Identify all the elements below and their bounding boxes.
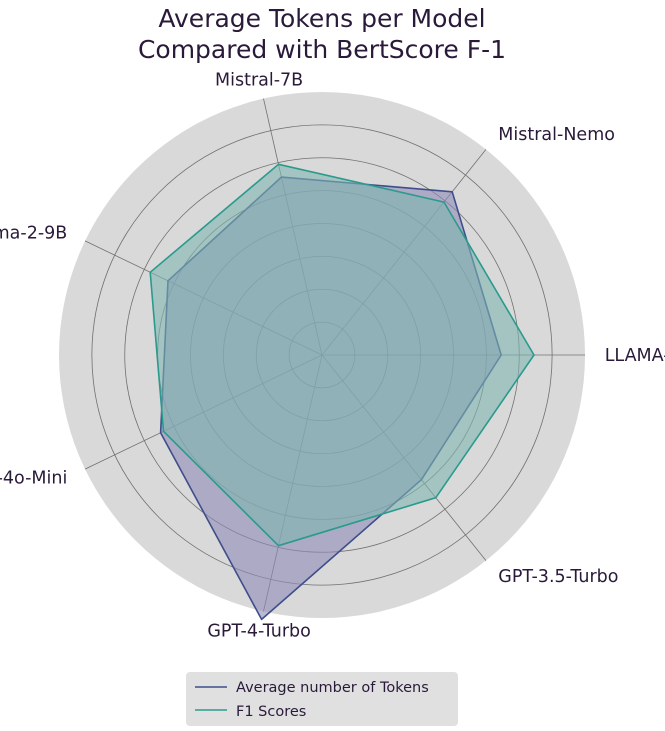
axis-label-mistral-7b: Mistral-7B	[215, 70, 303, 90]
legend-label-tokens: Average number of Tokens	[236, 680, 429, 696]
axis-label-mistral-nemo: Mistral-Nemo	[498, 125, 615, 145]
axis-label-gpt-3-5-turbo: GPT-3.5-Turbo	[498, 567, 618, 587]
series-layer	[149, 163, 535, 621]
axis-label-gpt-4-turbo: GPT-4-Turbo	[207, 622, 311, 642]
chart-title-line-1: Average Tokens per Model	[158, 4, 485, 33]
legend-box	[186, 672, 458, 726]
axis-labels: LLAMA-3-8B Mistral-Nemo Mistral-7B Gemma-2-…	[0, 70, 665, 641]
legend-label-f1: F1 Scores	[236, 704, 306, 720]
axis-label-gemma-2-9b: Gemma-2-9B	[0, 223, 67, 243]
legend: Average number of Tokens F1 Scores	[186, 672, 458, 726]
axis-label-gpt-4o-mini: GPT-4o-Mini	[0, 469, 67, 489]
axis-label-llama-3-8b: LLAMA-3-8B	[605, 346, 665, 366]
chart-title-line-2: Compared with BertScore F-1	[138, 35, 506, 64]
series-1-area	[149, 163, 535, 547]
